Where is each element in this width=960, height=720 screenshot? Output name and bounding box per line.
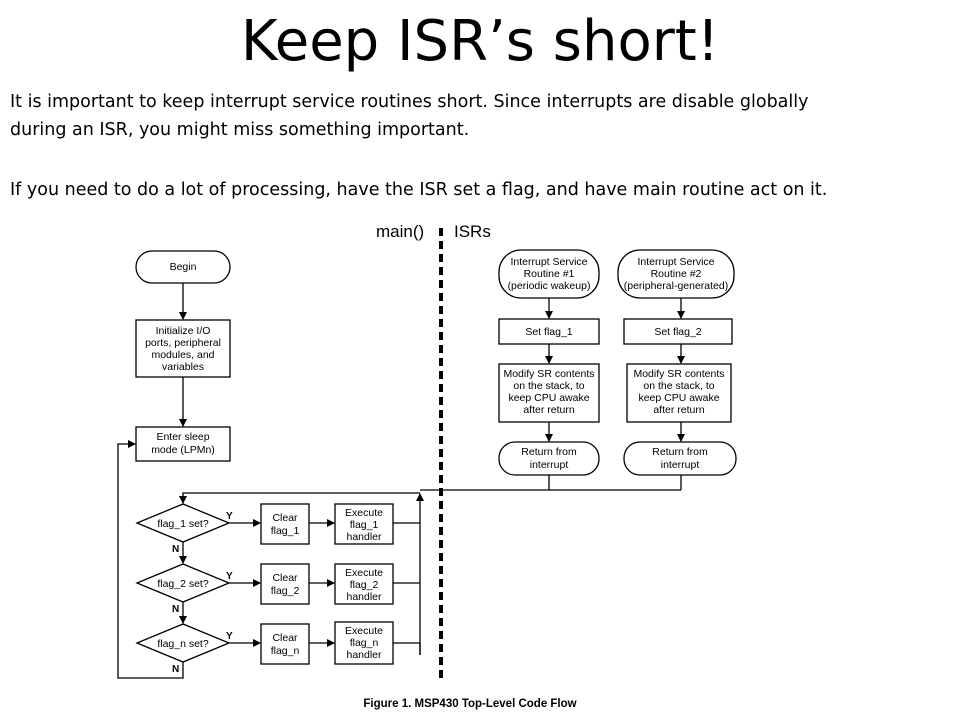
clear-flagn-box	[260, 623, 310, 665]
exec-flagn-text-2: flag_n	[350, 637, 379, 649]
sleep-box	[135, 426, 231, 462]
flagn-yes: Y	[226, 631, 233, 642]
flagn-no: N	[172, 664, 179, 675]
isr-section-label: ISRs	[454, 222, 491, 241]
clear-flag2-box	[260, 563, 310, 605]
loop-to-flag1	[179, 492, 420, 504]
paragraph-2: If you need to do a lot of processing, h…	[10, 180, 828, 200]
execute-flag2-box	[334, 563, 394, 605]
return1-text-2: interrupt	[530, 459, 569, 471]
exec-flagn-text-3: handler	[346, 649, 382, 661]
set-flag2-text: Set flag_2	[654, 326, 701, 338]
init-text-2: ports, peripheral	[145, 337, 221, 349]
init-text-3: modules, and	[151, 349, 214, 361]
flag1-yes: Y	[226, 511, 233, 522]
exec-flag2-text-3: handler	[346, 591, 382, 603]
modify-sr1-box	[498, 363, 600, 423]
isr2-name-3: (peripheral-generated)	[624, 280, 728, 292]
figure-caption: Figure 1. MSP430 Top-Level Code Flow	[363, 698, 576, 710]
loop-back-to-sleep	[117, 440, 184, 679]
exec-flag2-text-1: Execute	[345, 567, 383, 579]
isr1-name-3: (periodic wakeup)	[508, 280, 591, 292]
modify-sr2-box	[626, 363, 732, 423]
modify2-text-2: on the stack, to	[643, 380, 714, 392]
clear-flag1-text-1: Clear	[272, 512, 298, 524]
modify1-text-2: on the stack, to	[513, 380, 584, 392]
return2-text-2: interrupt	[661, 459, 700, 471]
exec-flag1-text-3: handler	[346, 531, 382, 543]
exec-flag1-text-2: flag_1	[350, 519, 379, 531]
exec-flag2-text-2: flag_2	[350, 579, 379, 591]
set-flag1-text: Set flag_1	[525, 326, 572, 338]
clear-flag2-text-2: flag_2	[271, 585, 300, 597]
isr2-terminator	[617, 249, 735, 299]
exec-flag1-text-1: Execute	[345, 507, 383, 519]
modify1-text-1: Modify SR contents	[503, 368, 594, 380]
modify1-text-4: after return	[523, 404, 575, 416]
isr1-name-1: Interrupt Service	[510, 256, 587, 268]
modify1-text-3: keep CPU awake	[508, 392, 589, 404]
slide-title: Keep ISR’s short!	[240, 9, 720, 74]
exec-flagn-text-1: Execute	[345, 625, 383, 637]
isr1-name-2: Routine #1	[524, 268, 575, 280]
execn-to-collector	[393, 642, 421, 655]
flag2-no: N	[172, 604, 179, 615]
isr2-name-2: Routine #2	[651, 268, 702, 280]
return1-terminator	[498, 441, 600, 476]
begin-text: Begin	[170, 261, 197, 273]
main-section-label: main()	[376, 222, 424, 241]
flag2-question: flag_2 set?	[157, 578, 209, 590]
flag2-yes: Y	[226, 571, 233, 582]
return2-text-1: Return from	[652, 446, 708, 458]
return1-text-1: Return from	[521, 446, 577, 458]
execute-flag1-box	[334, 503, 394, 545]
isr2-name-1: Interrupt Service	[637, 256, 714, 268]
return2-terminator	[623, 441, 737, 476]
flag1-question: flag_1 set?	[157, 518, 209, 530]
modify2-text-1: Modify SR contents	[633, 368, 724, 380]
clear-flag1-box	[260, 503, 310, 545]
flagn-question: flag_n set?	[157, 638, 209, 650]
modify2-text-4: after return	[653, 404, 705, 416]
init-text-4: variables	[162, 361, 204, 373]
clear-flag2-text-1: Clear	[272, 572, 298, 584]
sleep-text-2: mode (LPMn)	[151, 444, 215, 456]
set-flag1-box	[498, 318, 600, 345]
paragraph-1-line-2: during an ISR, you might miss something …	[10, 120, 470, 140]
sleep-text-1: Enter sleep	[156, 431, 209, 443]
paragraph-1-line-1: It is important to keep interrupt servic…	[10, 92, 809, 112]
modify2-text-3: keep CPU awake	[638, 392, 719, 404]
set-flag2-box	[623, 318, 733, 345]
clear-flagn-text-1: Clear	[272, 632, 298, 644]
flag1-no: N	[172, 544, 179, 555]
clear-flagn-text-2: flag_n	[271, 645, 300, 657]
clear-flag1-text-2: flag_1	[271, 525, 300, 537]
init-text-1: Initialize I/O	[156, 325, 211, 337]
